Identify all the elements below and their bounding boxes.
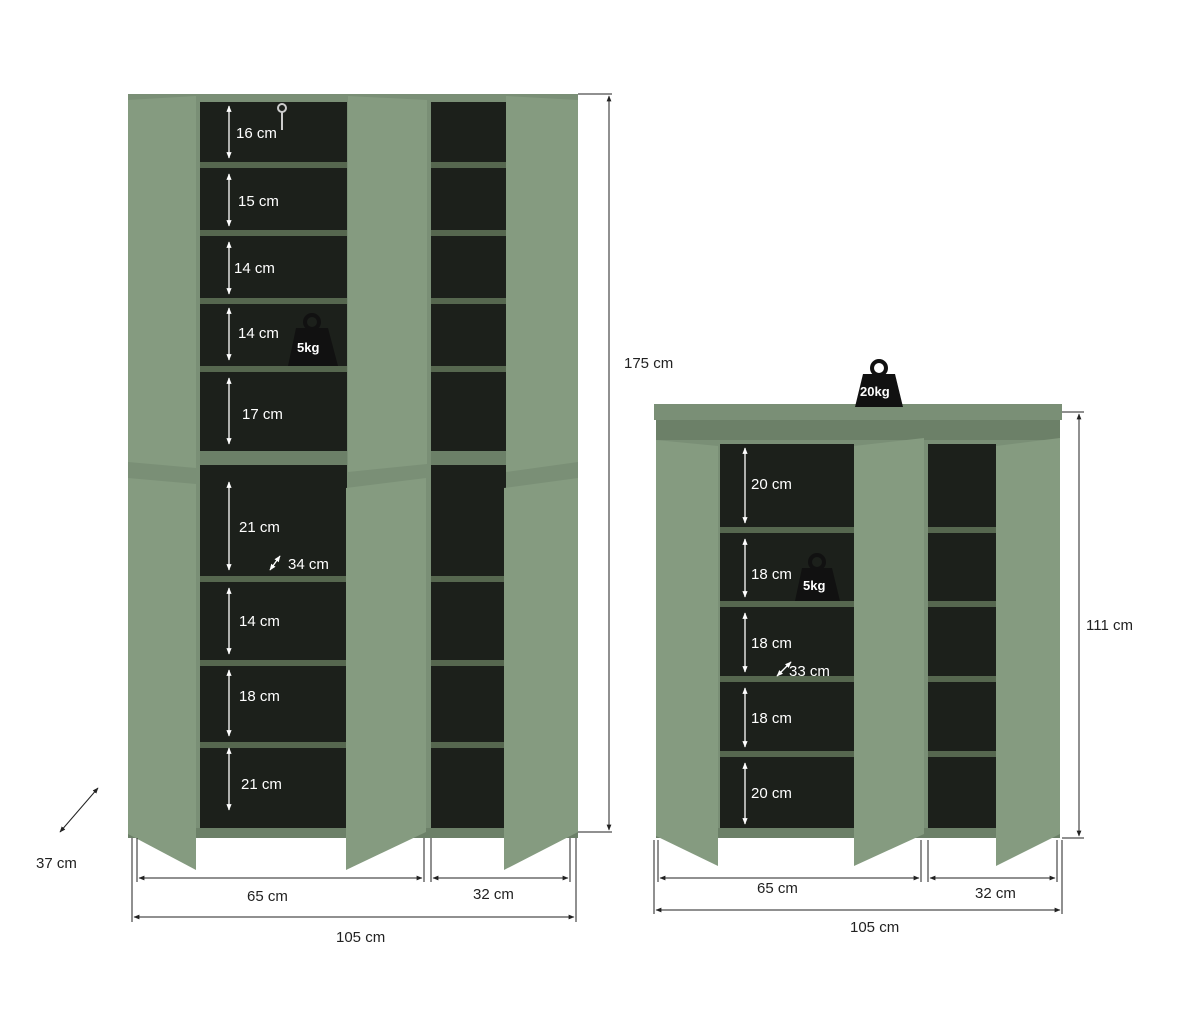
tall-shelf-arrows [226,105,281,811]
short-width-left-label: 65 cm [757,880,798,897]
short-shelf-height-5: 20 cm [751,785,792,802]
tall-width-right-label: 32 cm [473,886,514,903]
tall-shelf-height-2: 15 cm [238,193,279,210]
short-shelf-height-2: 18 cm [751,566,792,583]
tall-width-left-label: 65 cm [247,888,288,905]
tall-shelf-height-6: 21 cm [239,519,280,536]
tall-dimension-lines [59,93,612,922]
short-shelf-load: 5kg [803,578,825,593]
tall-width-total-label: 105 cm [336,929,385,946]
tall-height-label: 175 cm [624,355,673,372]
short-door-right [996,438,1060,866]
tall-shelf-labels: 16 cm 15 cm 14 cm 14 cm 17 cm 21 cm 34 c… [234,125,329,793]
tall-mid-divider-left [200,451,347,465]
tall-door-bottom-middle [346,478,426,870]
short-width-right-label: 32 cm [975,885,1016,902]
tall-door-top-left [128,96,196,468]
tall-cabinet [128,94,578,870]
tall-shelf-height-9: 21 cm [241,776,282,793]
short-shelf-height-1: 20 cm [751,476,792,493]
short-left-shelves [720,527,854,757]
depth-label: 37 cm [36,855,77,872]
short-width-total-label: 105 cm [850,919,899,936]
short-door-middle [854,438,924,866]
short-shelf-depth: 33 cm [789,663,830,680]
weight-icon: 20kg [855,359,903,407]
tall-door-top-right [506,96,578,472]
tall-shelf-height-3: 14 cm [234,260,275,277]
short-dimension-lines [653,411,1084,914]
short-right-shelves [928,527,996,757]
tall-shelf-load: 5kg [297,340,319,355]
short-door-left [656,440,718,866]
short-right-interior [928,444,996,830]
tall-door-top-middle [348,96,427,472]
weight-icon: 5kg [288,313,338,366]
tall-door-bottom-right [504,478,578,870]
short-top-load: 20kg [860,384,890,399]
key-icon [277,103,287,130]
tall-door-bottom-left [128,478,196,870]
short-shelf-arrows [742,447,792,825]
tall-mid-divider-right [431,451,506,465]
tall-shelf-height-4: 14 cm [238,325,279,342]
short-top-frame [656,420,1060,440]
short-cabinet [654,404,1062,866]
short-shelf-height-3: 18 cm [751,635,792,652]
short-top-panel [654,404,1062,420]
tall-right-shelves [431,162,506,748]
short-height-label: 111 cm [1086,617,1133,634]
tall-shelf-depth: 34 cm [288,556,329,573]
short-shelf-labels: 20 cm 18 cm 18 cm 33 cm 18 cm 20 cm [751,476,830,802]
tall-shelf-height-1: 16 cm [236,125,277,142]
weight-icon: 5kg [795,553,840,601]
short-shelf-height-4: 18 cm [751,710,792,727]
tall-shelf-height-5: 17 cm [242,406,283,423]
short-left-interior [720,444,854,830]
tall-shelf-height-7: 14 cm [239,613,280,630]
tall-shelf-height-8: 18 cm [239,688,280,705]
tall-left-shelves [200,162,347,748]
